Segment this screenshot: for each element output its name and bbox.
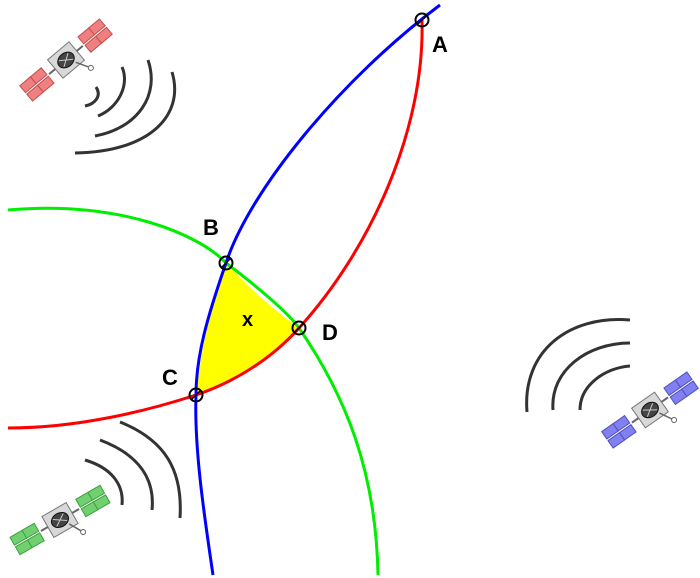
overlap-region-x	[196, 263, 299, 395]
circle-red	[7, 19, 424, 430]
point-label-c: C	[162, 365, 178, 390]
signal-waves-red	[74, 59, 177, 155]
intersection-marker-c	[188, 387, 204, 403]
satellite-green-icon	[9, 484, 111, 556]
point-label-a: A	[432, 32, 448, 57]
signal-waves-green	[84, 420, 182, 519]
point-label-b: B	[203, 215, 219, 240]
signal-waves-blue	[525, 318, 631, 413]
region-label-x: x	[242, 309, 253, 331]
circle-green	[7, 206, 380, 576]
intersection-marker-b	[218, 255, 234, 271]
circle-blue	[194, 3, 441, 576]
satellite-blue-icon	[600, 371, 700, 449]
satellite-red-icon	[19, 18, 113, 102]
intersection-marker-a	[414, 12, 430, 28]
point-label-d: D	[322, 320, 338, 345]
intersection-marker-d	[291, 320, 307, 336]
